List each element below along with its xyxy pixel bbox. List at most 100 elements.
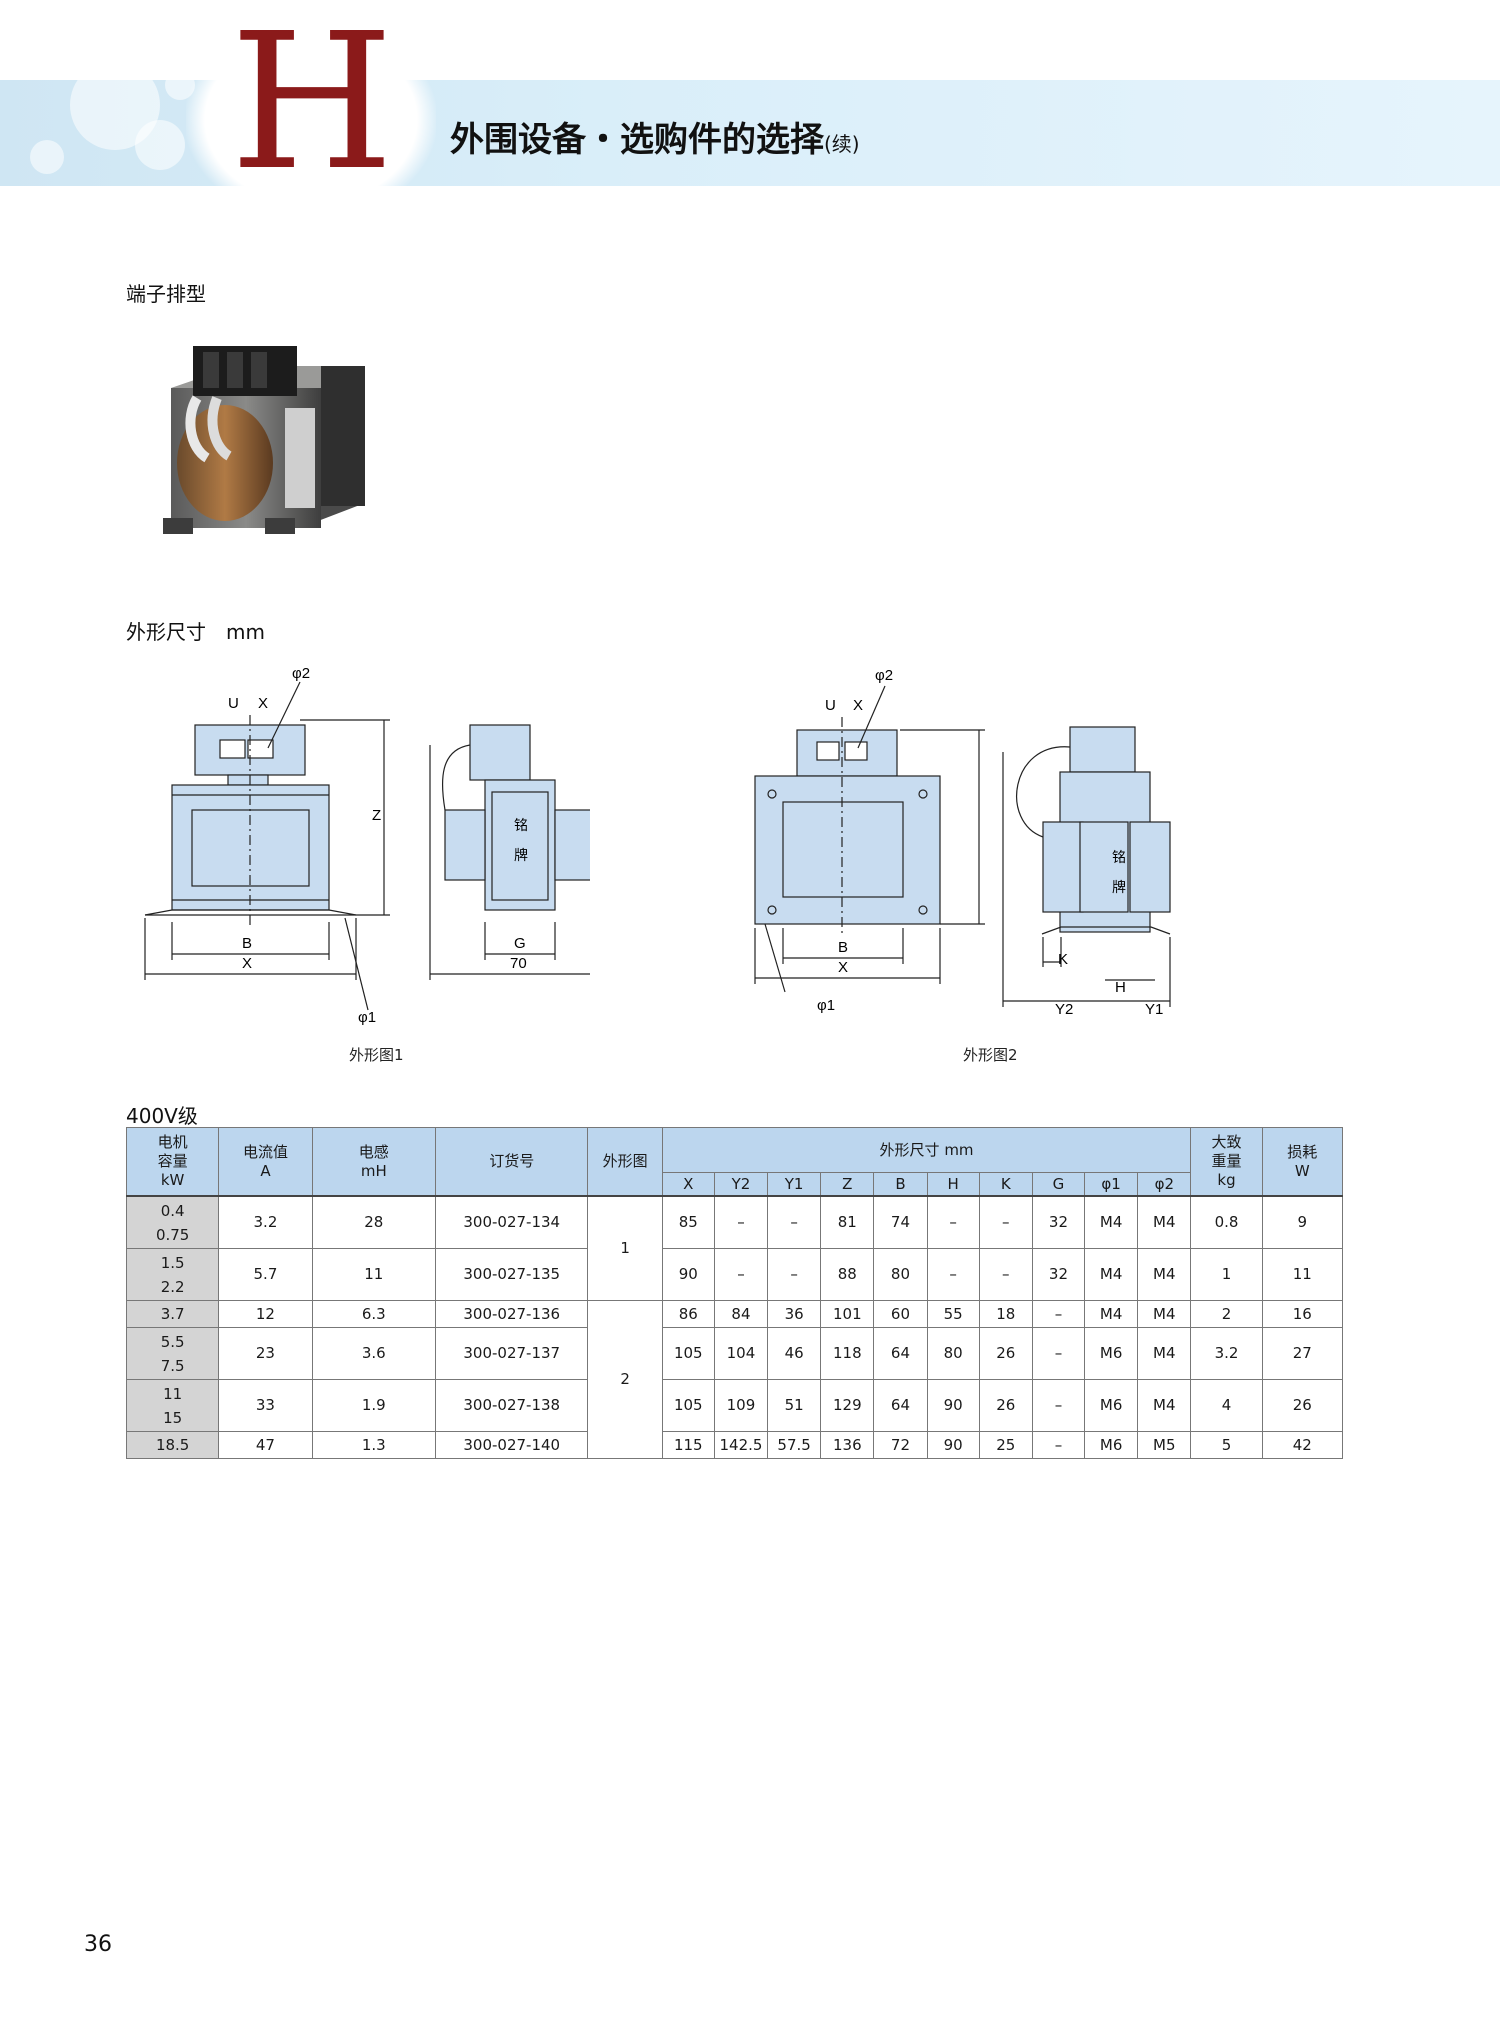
cell-dimension: 32 (1031, 1195, 1086, 1249)
col-weight: 大致 重量 kg (1190, 1127, 1263, 1197)
cell-order-number: 300-027-134 (434, 1195, 589, 1249)
cell-motor-kw: 18.5 (125, 1431, 220, 1459)
kw-value: 3.7 (160, 1305, 185, 1323)
cell-dimension: 74 (873, 1195, 928, 1249)
col-inductance-unit: mH (360, 1161, 387, 1180)
label-b: B (838, 939, 848, 956)
cell-inductance: 6.3 (311, 1300, 436, 1328)
label-x: X (242, 955, 252, 972)
cell-weight: 4 (1190, 1379, 1263, 1432)
section-letter: H (230, 0, 394, 212)
col-dimensions: 外形尺寸 mm (661, 1127, 1192, 1173)
reactor-photo (163, 346, 365, 534)
cell-dimension: M6 (1084, 1431, 1139, 1459)
col-dim-y1: Y1 (767, 1172, 822, 1197)
cell-dimension: 115 (661, 1431, 715, 1459)
cell-outline-figure: 1 (587, 1195, 663, 1301)
label-phi1: φ1 (358, 1009, 376, 1026)
cell-dimension: M4 (1137, 1300, 1192, 1328)
col-dim-z: Z (820, 1172, 875, 1197)
cell-order-number: 300-027-135 (434, 1248, 589, 1301)
col-dim-phi2: φ2 (1137, 1172, 1192, 1197)
cell-inductance: 1.3 (311, 1431, 436, 1459)
cell-dimension: M4 (1137, 1248, 1192, 1301)
cell-dimension: 80 (926, 1327, 980, 1380)
cell-inductance: 11 (311, 1248, 436, 1301)
cell-dimension: – (767, 1248, 822, 1301)
col-loss: 损耗 W (1261, 1127, 1344, 1197)
kw-value: 5.5 (160, 1332, 185, 1351)
spec-table: 电机 容量 kW 电流值 A 电感 mH 订货号 外形图 外形尺寸 mm 大致 … (125, 1127, 1344, 1459)
kw-value: 0.75 (155, 1225, 190, 1244)
cell-dimension: M6 (1084, 1327, 1139, 1380)
cell-dimension: 90 (661, 1248, 715, 1301)
dimensions-label: 外形尺寸 mm (126, 620, 265, 644)
cell-dimension: 60 (873, 1300, 928, 1328)
cell-dimension: – (978, 1195, 1033, 1249)
kw-value: 15 (163, 1408, 183, 1427)
cell-dimension: 46 (767, 1327, 822, 1380)
col-motor: 电机 容量 kW (125, 1127, 220, 1197)
cell-dimension: 118 (820, 1327, 875, 1380)
page-title-cont: (续) (824, 132, 860, 156)
col-motor-line1: 电机 (157, 1133, 188, 1152)
cell-dimension: M4 (1137, 1195, 1192, 1249)
cell-inductance: 28 (311, 1195, 436, 1249)
nameplate-char-1: 铭 (1112, 850, 1126, 866)
cell-inductance: 1.9 (311, 1379, 436, 1432)
cell-weight: 5 (1190, 1431, 1263, 1459)
cell-dimension: 81 (820, 1195, 875, 1249)
col-dim-h: H (926, 1172, 980, 1197)
label-x-top: X (258, 695, 268, 712)
outline-drawing-1: U X φ2 Z B X φ1 G 70 铭 牌 (144, 665, 590, 1026)
cell-dimension: 80 (873, 1248, 928, 1301)
cell-order-number: 300-027-140 (434, 1431, 589, 1459)
cell-dimension: 26 (978, 1327, 1033, 1380)
cell-loss: 16 (1261, 1300, 1344, 1328)
kw-value: 18.5 (155, 1436, 190, 1454)
col-weight-unit: kg (1217, 1170, 1236, 1189)
cell-current: 5.7 (218, 1248, 313, 1301)
cell-dimension: 84 (713, 1300, 769, 1328)
cell-dimension: – (713, 1195, 769, 1249)
label-x-top: X (853, 697, 863, 714)
col-dim-y2: Y2 (713, 1172, 769, 1197)
voltage-class-label: 400V级 (126, 1104, 198, 1128)
terminal-type-label: 端子排型 (126, 282, 206, 306)
cell-outline-figure: 2 (587, 1300, 663, 1459)
col-motor-line2: 容量 (157, 1152, 188, 1171)
cell-dimension: M5 (1137, 1431, 1192, 1459)
label-phi1: φ1 (817, 997, 835, 1014)
cell-motor-kw: 3.7 (125, 1300, 220, 1328)
cell-dimension: 104 (713, 1327, 769, 1380)
cell-dimension: 90 (926, 1379, 980, 1432)
kw-value: 11 (163, 1384, 183, 1403)
col-current-unit: A (260, 1161, 271, 1180)
cell-inductance: 3.6 (311, 1327, 436, 1380)
cell-dimension: M4 (1084, 1300, 1139, 1328)
cell-current: 23 (218, 1327, 313, 1380)
cell-loss: 27 (1261, 1327, 1344, 1380)
label-b: B (242, 935, 252, 952)
cell-dimension: – (926, 1195, 980, 1249)
cell-dimension: – (978, 1248, 1033, 1301)
cell-dimension: – (926, 1248, 980, 1301)
cell-loss: 26 (1261, 1379, 1344, 1432)
cell-dimension: 72 (873, 1431, 928, 1459)
cell-dimension: 18 (978, 1300, 1033, 1328)
cell-current: 33 (218, 1379, 313, 1432)
cell-dimension: – (1031, 1300, 1086, 1328)
cell-loss: 9 (1261, 1195, 1344, 1249)
cell-dimension: M4 (1084, 1195, 1139, 1249)
cell-dimension: 129 (820, 1379, 875, 1432)
label-70: 70 (510, 955, 527, 972)
cell-dimension: M4 (1084, 1248, 1139, 1301)
cell-dimension: – (1031, 1327, 1086, 1380)
nameplate-char-2: 牌 (1112, 879, 1126, 896)
label-x: X (838, 959, 848, 976)
cell-dimension: 55 (926, 1300, 980, 1328)
